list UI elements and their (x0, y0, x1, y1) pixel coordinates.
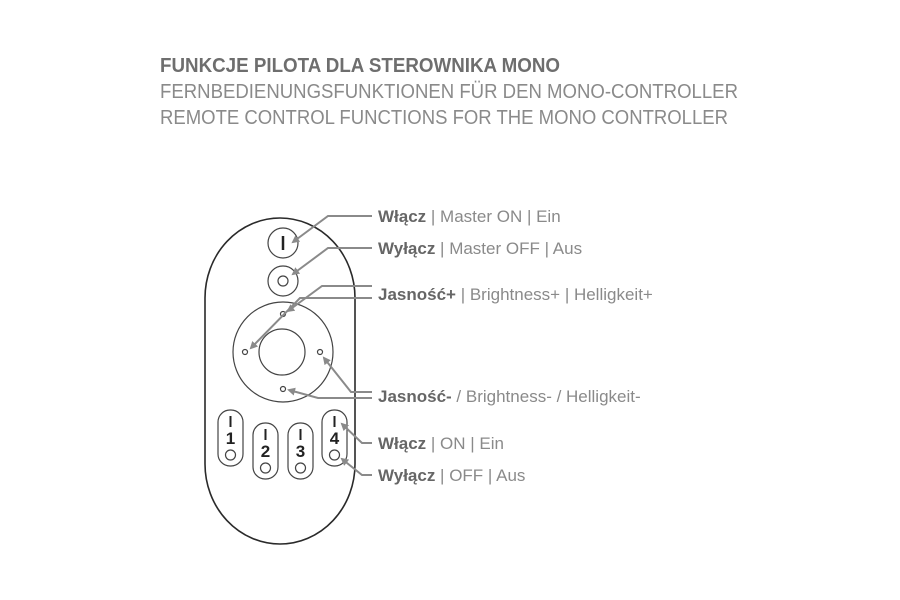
master-off-button (267, 265, 299, 297)
zone-3-label: 3 (296, 442, 305, 461)
arrow-brightness-down-bottom (287, 387, 372, 399)
brightness-down-dot (279, 385, 287, 393)
zone-1-label: 1 (226, 429, 235, 448)
arrow-brightness-down-right (322, 356, 372, 393)
zone-4-label: 4 (330, 429, 340, 448)
zone-1-buttons: 1 (217, 409, 244, 467)
arrow-master-on (291, 215, 372, 244)
label-zone-on: Włącz | ON | Ein (378, 434, 504, 453)
arrow-brightness-up-top (286, 285, 372, 313)
label-master-on: Włącz | Master ON | Ein (378, 207, 561, 226)
remote-control: 1 2 3 4 (204, 217, 356, 545)
arrow-brightness-up-left (249, 297, 372, 350)
arrow-zone-on (340, 422, 372, 444)
label-brightness-up: Jasność+ | Brightness+ | Helligkeit+ (378, 285, 653, 304)
brightness-up-dot-left (241, 348, 249, 356)
brightness-wheel (232, 301, 334, 403)
zone-2-label: 2 (261, 442, 270, 461)
zone-4-buttons: 4 (321, 409, 348, 467)
title-english: REMOTE CONTROL FUNCTIONS FOR THE MONO CO… (160, 107, 728, 129)
remote-body (204, 217, 356, 545)
zone-3-buttons: 3 (287, 422, 314, 480)
arrow-master-off (291, 247, 372, 276)
title-german: FERNBEDIENUNGSFUNKTIONEN FÜR DEN MONO-CO… (160, 81, 738, 103)
label-zone-off: Wyłącz | OFF | Aus (378, 466, 525, 485)
master-on-button (267, 227, 299, 259)
arrow-zone-off (340, 457, 372, 476)
brightness-down-dot-right (316, 348, 324, 356)
zone-2-buttons: 2 (252, 422, 279, 480)
callout-arrows (249, 215, 372, 476)
label-brightness-down: Jasność- / Brightness- / Helligkeit- (378, 387, 641, 406)
title-polish: FUNKCJE PILOTA DLA STEROWNIKA MONO (160, 55, 560, 77)
label-master-off: Wyłącz | Master OFF | Aus (378, 239, 582, 258)
